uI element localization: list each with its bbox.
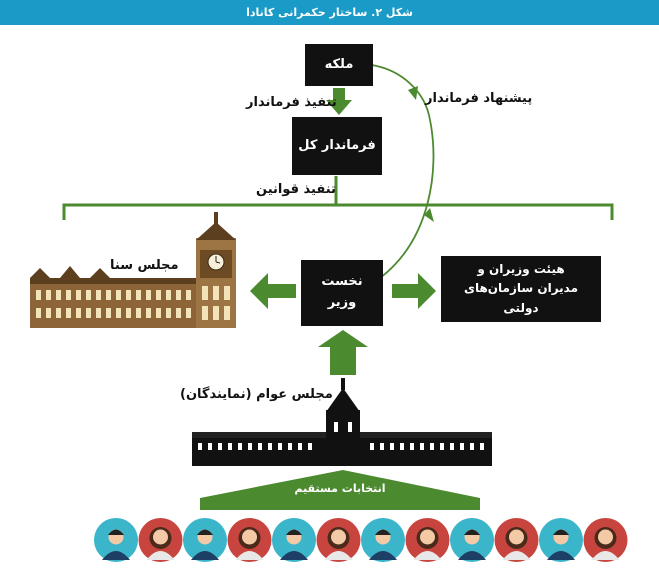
laws-bracket [62, 203, 614, 220]
elections-arrow [200, 470, 480, 510]
label-execute-laws: تنفیذ قوانین [256, 182, 336, 197]
commons-building-illustration [192, 378, 492, 466]
label-governor-proposal: پیشنهاد فرماندار [425, 91, 533, 106]
arrow-commons-to-pm [318, 330, 368, 375]
label-execute-governor: تنفیذ فرماندار [246, 95, 337, 110]
citizen-male-icon [361, 518, 405, 562]
citizen-female-icon [316, 518, 361, 562]
citizen-female-icon [138, 518, 183, 562]
citizen-male-icon [94, 518, 138, 562]
citizen-male-icon [450, 518, 494, 562]
label-direct-elections: انتخابات مستقیم [294, 482, 386, 495]
arrow-pm-to-cabinet [392, 273, 436, 309]
proposal-arrowhead-top [408, 86, 418, 100]
citizen-female-icon [227, 518, 272, 562]
citizen-female-icon [494, 518, 539, 562]
senate-building-illustration [30, 212, 236, 328]
citizen-female-icon [405, 518, 450, 562]
governor-general-box: فرماندار کل [292, 117, 382, 175]
citizen-female-icon [583, 518, 628, 562]
arrow-pm-to-senate [250, 273, 296, 309]
citizen-male-icon [539, 518, 583, 562]
label-senate: مجلس سنا [110, 258, 179, 273]
arrow-queen-to-governor [326, 88, 352, 115]
cabinet-box: هیئت وزیران و مدیران سازمان‌های دولتی [441, 256, 601, 322]
prime-minister-box: نخست وزیر [301, 260, 383, 326]
queen-box: ملکه [305, 44, 373, 86]
citizen-male-icon [183, 518, 227, 562]
proposal-curve [371, 64, 435, 279]
proposal-arrowhead-bottom [424, 208, 434, 222]
citizens-row [94, 518, 628, 562]
citizen-male-icon [272, 518, 316, 562]
figure-title: شکل ۲. ساختار حکمرانی کانادا [0, 0, 659, 25]
label-house-of-commons: مجلس عوام (نمایندگان) [180, 387, 333, 402]
